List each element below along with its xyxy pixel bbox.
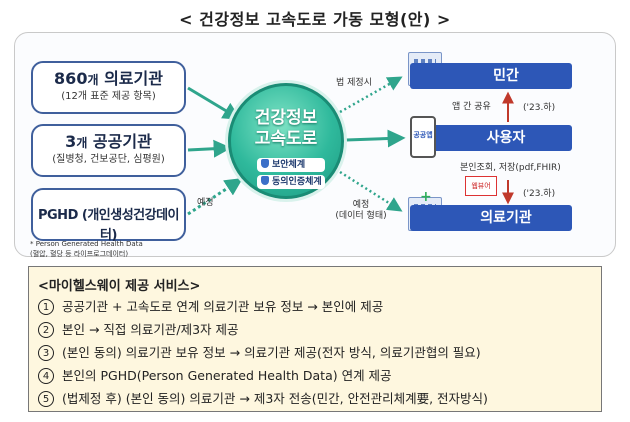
web-viewer-badge: 웹뷰어 — [465, 176, 497, 196]
service-item: 3 (본인 동의) 의료기관 보유 정보 → 의료기관 제공(전자 방식, 의료기… — [38, 342, 481, 361]
app-share-label: 앱 간 공유 — [452, 102, 491, 112]
year-bottom-label: ('23.하) — [523, 189, 556, 199]
public-sub: (질병청, 건보공단, 심평원) — [52, 154, 165, 165]
medical-label: 의료기관 — [98, 69, 163, 88]
public-unit: 개 — [76, 136, 88, 150]
medical-institution-target: 의료기관 — [410, 205, 572, 231]
security-label: 보안체계 — [272, 160, 306, 170]
medical-sub: (12개 표준 제공 항목) — [61, 91, 156, 102]
consent-label: 동의인증체계 — [272, 177, 322, 187]
data-format: (데이터 형태) — [335, 211, 387, 221]
source-public-institutions: 3개 공공기관 (질병청, 건보공단, 심평원) — [31, 124, 186, 177]
item-number: 2 — [38, 322, 54, 338]
item-text: (법제정 후) (본인 동의) 의료기관 → 제3자 전송(민간, 안전관리체계… — [62, 391, 488, 406]
source-pghd: PGHD (개인생성건강데이터) — [31, 188, 186, 243]
consent-pill: 동의인증체계 — [257, 175, 325, 189]
item-number: 5 — [38, 391, 54, 407]
item-text: 공공기관 + 고속도로 연계 의료기관 보유 정보 → 본인에 제공 — [62, 299, 384, 314]
scheduled-right-label: 예정 (데이터 형태) — [326, 200, 396, 222]
source-medical-institutions: 860개 의료기관 (12개 표준 제공 항목) — [31, 61, 186, 114]
public-label: 공공기관 — [87, 132, 152, 151]
arrow-public-to-hub — [187, 139, 232, 158]
arrow-hub-to-private — [339, 76, 403, 114]
view-store-label: 본인조회, 저장(pdf,FHIR) — [460, 163, 561, 173]
law-label: 법 제정시 — [336, 78, 372, 88]
footnote-line1: * Person Generated Health Data — [30, 240, 143, 248]
user-node: 사용자 — [410, 125, 572, 151]
services-box: <마이헬스웨이 제공 서비스> 1 공공기관 + 고속도로 연계 의료기관 보유 … — [28, 266, 602, 412]
item-number: 3 — [38, 345, 54, 361]
medical-unit: 개 — [87, 73, 99, 87]
scheduled-left-label: 예정 — [197, 198, 214, 208]
medical-cross-icon: + — [420, 189, 432, 205]
services-title: <마이헬스웨이 제공 서비스> — [38, 279, 201, 294]
shield-icon — [261, 176, 269, 185]
item-text: (본인 동의) 의료기관 보유 정보 → 의료기관 제공(전자 방식, 의료기관… — [62, 345, 481, 360]
service-item: 4 본인의 PGHD(Person Generated Health Data) … — [38, 365, 392, 384]
item-text: 본인 → 직접 의료기관/제3자 제공 — [62, 322, 239, 337]
phone-app-label: 공공앱 — [413, 131, 433, 139]
year-top-label: ('23.하) — [523, 103, 556, 113]
security-pill: 보안체계 — [257, 158, 325, 172]
phone-icon: 공공앱 — [410, 116, 436, 158]
private-sector: 민간 — [410, 63, 572, 89]
footnote-line2: (혈압, 혈당 등 라이프로그데이터) — [30, 250, 129, 258]
pghd-label: PGHD (개인생성건강데이터) — [37, 208, 180, 243]
arrow-hub-to-medical — [339, 170, 403, 212]
public-count: 3 — [65, 132, 77, 151]
medical-count: 860 — [54, 69, 88, 88]
service-item: 2 본인 → 직접 의료기관/제3자 제공 — [38, 319, 239, 338]
scheduled-right: 예정 — [352, 200, 370, 210]
arrow-hub-to-user — [345, 129, 406, 148]
hub-title-line1: 건강정보 — [254, 108, 318, 128]
shield-icon — [261, 159, 269, 168]
service-item: 5 (법제정 후) (본인 동의) 의료기관 → 제3자 전송(민간, 안전관리체… — [38, 388, 488, 407]
hub-title-line2: 고속도로 — [254, 129, 318, 149]
arrow-medical-to-hub — [187, 86, 242, 120]
item-number: 1 — [38, 299, 54, 315]
service-item: 1 공공기관 + 고속도로 연계 의료기관 보유 정보 → 본인에 제공 — [38, 296, 383, 315]
arrow-pghd-to-hub — [187, 178, 244, 216]
item-number: 4 — [38, 368, 54, 384]
pghd-footnote: * Person Generated Health Data (혈압, 혈당 등… — [30, 239, 143, 259]
item-text: 본인의 PGHD(Person Generated Health Data) 연… — [62, 368, 392, 383]
page-title: < 건강정보 고속도로 가동 모형(안) > — [179, 10, 451, 29]
